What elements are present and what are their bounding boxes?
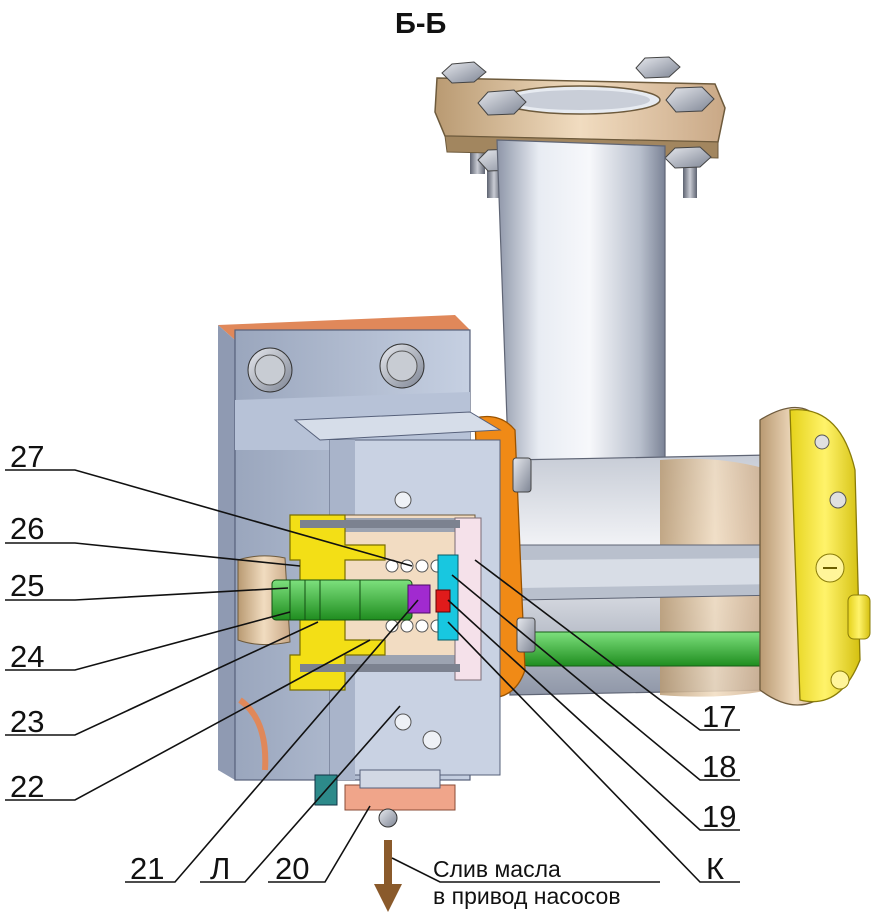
callout-22: 22 bbox=[10, 769, 45, 804]
callout-L: Л bbox=[210, 851, 231, 886]
leader-21 bbox=[125, 599, 419, 883]
drain-note-line2: в привод насосов bbox=[433, 883, 621, 909]
drain-note-line1: Слив масла bbox=[433, 856, 561, 882]
callout-20: 20 bbox=[275, 851, 310, 886]
callout-19: 19 bbox=[702, 799, 737, 834]
leader-17 bbox=[474, 559, 740, 731]
callout-23: 23 bbox=[10, 704, 45, 739]
callout-K: К bbox=[706, 851, 725, 886]
callout-21: 21 bbox=[130, 851, 165, 886]
leader-19 bbox=[447, 599, 740, 831]
drain-fitting bbox=[314, 769, 456, 828]
leader-24 bbox=[5, 611, 291, 671]
leader-26 bbox=[5, 542, 301, 567]
section-title: Б-Б bbox=[395, 8, 447, 40]
leader-22 bbox=[5, 639, 371, 801]
callout-18: 18 bbox=[702, 749, 737, 784]
callout-25: 25 bbox=[10, 568, 45, 603]
callout-24: 24 bbox=[10, 639, 45, 674]
leader-20 bbox=[268, 805, 371, 883]
top-flange bbox=[434, 56, 726, 198]
end-flange bbox=[759, 407, 871, 706]
leader-27 bbox=[5, 469, 413, 567]
leader-23 bbox=[5, 621, 319, 736]
horizontal-pipe bbox=[509, 454, 781, 697]
drain-arrow bbox=[374, 840, 402, 912]
leader-L bbox=[200, 705, 401, 883]
leader-drain bbox=[391, 857, 660, 883]
leader-lines bbox=[5, 469, 740, 883]
callout-17: 17 bbox=[702, 699, 737, 734]
leader-25 bbox=[5, 587, 289, 601]
callout-26: 26 bbox=[10, 511, 45, 546]
cutaway-section bbox=[237, 514, 482, 691]
leader-K bbox=[447, 621, 740, 883]
leader-18 bbox=[451, 574, 740, 781]
callout-27: 27 bbox=[10, 439, 45, 474]
